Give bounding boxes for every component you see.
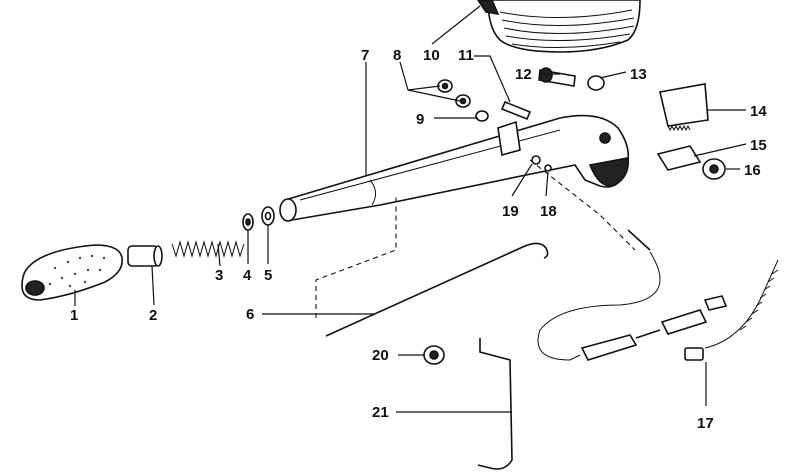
bracket-21: [477, 338, 513, 470]
washer-4: [242, 213, 254, 231]
handbrake-lever: [279, 114, 630, 222]
label-part-11: 11: [458, 47, 474, 64]
label-part-17: 17: [697, 415, 714, 432]
handle-grip: [21, 244, 123, 301]
sleeve: [127, 245, 163, 267]
pin-18: [544, 164, 552, 172]
label-part-20: 20: [372, 347, 389, 364]
part-labels: 1 2 3 4 5 6 7 8 9 10 11 12 13 14 15 16 1…: [70, 47, 767, 432]
nut-13: [587, 75, 605, 91]
label-part-8: 8: [393, 47, 401, 64]
label-part-19: 19: [502, 203, 519, 220]
label-part-2: 2: [149, 307, 157, 324]
bolt-12: [538, 67, 576, 87]
label-part-6: 6: [246, 306, 254, 323]
pin-11: [500, 100, 532, 121]
clip-15: [656, 145, 702, 171]
label-part-18: 18: [540, 203, 557, 220]
washer-9: [475, 110, 489, 122]
label-part-21: 21: [372, 404, 389, 421]
label-part-7: 7: [361, 47, 369, 64]
nut-8b: [455, 94, 471, 108]
label-part-9: 9: [416, 111, 424, 128]
label-part-5: 5: [264, 267, 272, 284]
ratchet-segment: [659, 83, 709, 132]
rubber-boot: [477, 0, 641, 53]
nut-16: [702, 158, 726, 180]
label-part-4: 4: [243, 267, 252, 284]
label-part-1: 1: [70, 307, 78, 324]
leader-lines: [74, 5, 747, 413]
washer-5: [261, 206, 275, 226]
pin-19: [531, 155, 541, 165]
label-part-14: 14: [750, 103, 767, 120]
label-part-15: 15: [750, 137, 767, 154]
spring: [171, 240, 245, 258]
label-part-12: 12: [515, 66, 532, 83]
label-part-16: 16: [744, 162, 761, 179]
pull-rod: [315, 196, 549, 337]
grommet-20: [423, 345, 445, 365]
label-part-10: 10: [423, 47, 440, 64]
brake-cable: [529, 159, 779, 361]
label-part-3: 3: [215, 267, 223, 284]
nut-8a: [437, 79, 453, 93]
label-part-13: 13: [630, 66, 647, 83]
